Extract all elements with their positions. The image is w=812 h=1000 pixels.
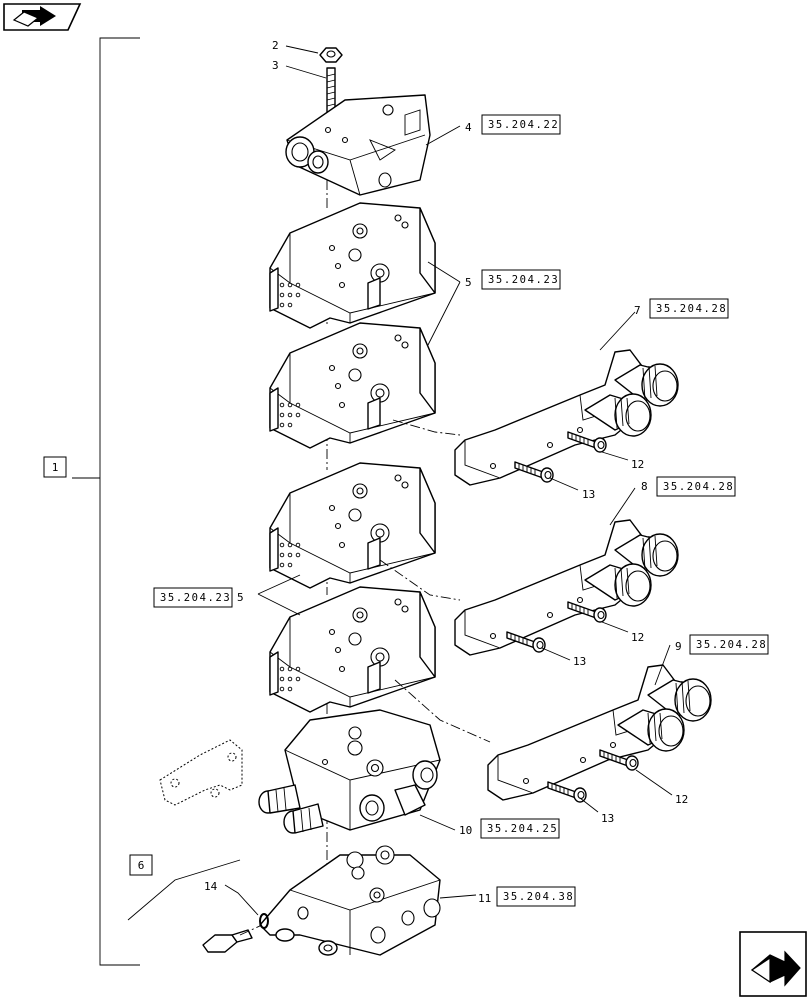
svg-text:12: 12 — [631, 631, 644, 644]
callout-8[interactable]: 8 35.204.28 — [641, 476, 736, 497]
svg-text:7: 7 — [634, 304, 641, 317]
inlet-section-part — [258, 709, 441, 834]
callout-4[interactable]: 4 35.204.22 — [465, 114, 561, 135]
svg-text:35.204.28: 35.204.28 — [696, 639, 767, 651]
svg-text:35.204.22: 35.204.22 — [488, 119, 559, 131]
svg-text:35.204.28: 35.204.28 — [663, 481, 734, 493]
end-plate-part — [259, 845, 441, 956]
svg-text:2: 2 — [272, 39, 279, 52]
callout-6[interactable]: 6 — [129, 854, 153, 876]
callout-3[interactable]: 3 — [272, 59, 279, 72]
svg-text:13: 13 — [601, 812, 614, 825]
svg-text:10: 10 — [459, 824, 472, 837]
stud-part — [326, 67, 336, 113]
svg-text:13: 13 — [582, 488, 595, 501]
svg-text:4: 4 — [465, 121, 472, 134]
callout-5a[interactable]: 5 35.204.23 — [465, 269, 561, 290]
svg-text:35.204.23: 35.204.23 — [160, 592, 231, 604]
svg-text:5: 5 — [465, 276, 472, 289]
valve-section-2 — [269, 322, 436, 449]
bolt-13c — [547, 781, 587, 803]
book-arrow-icon[interactable] — [3, 3, 82, 31]
svg-text:35.204.28: 35.204.28 — [656, 303, 727, 315]
svg-text:1: 1 — [52, 461, 59, 474]
next-page-arrow-icon[interactable] — [739, 931, 807, 997]
coupler-9-part — [487, 664, 712, 801]
svg-text:35.204.23: 35.204.23 — [488, 274, 559, 286]
assembly-bracket — [72, 37, 140, 966]
callout-13b[interactable]: 13 — [573, 655, 586, 668]
valve-section-1 — [269, 202, 436, 329]
svg-text:13: 13 — [573, 655, 586, 668]
svg-text:35.204.25: 35.204.25 — [487, 823, 558, 835]
svg-text:6: 6 — [138, 859, 145, 872]
callout-1[interactable]: 1 — [43, 456, 67, 478]
bolt-13a — [514, 461, 554, 483]
svg-text:11: 11 — [478, 892, 491, 905]
callout-10[interactable]: 10 35.204.25 — [459, 818, 560, 839]
svg-text:5: 5 — [237, 591, 244, 604]
end-cover-part — [285, 94, 431, 196]
svg-text:35.204.38: 35.204.38 — [503, 891, 574, 903]
callout-14[interactable]: 14 — [204, 880, 218, 893]
svg-text:9: 9 — [675, 640, 682, 653]
svg-text:14: 14 — [204, 880, 218, 893]
nut-part — [319, 47, 343, 63]
valve-section-3 — [269, 462, 436, 589]
coupler-7-part — [454, 349, 679, 486]
callout-9[interactable]: 9 35.204.28 — [675, 634, 769, 655]
callout-5b[interactable]: 35.204.23 5 — [153, 587, 244, 608]
svg-text:8: 8 — [641, 480, 648, 493]
callout-13a[interactable]: 13 — [582, 488, 595, 501]
callout-12c[interactable]: 12 — [675, 793, 688, 806]
svg-text:12: 12 — [631, 458, 644, 471]
fitting-part — [202, 929, 253, 953]
o-ring-part — [259, 913, 269, 929]
callout-12b[interactable]: 12 — [631, 631, 644, 644]
leader-lines — [224, 45, 673, 916]
callout-7[interactable]: 7 35.204.28 — [634, 298, 729, 319]
callout-13c[interactable]: 13 — [601, 812, 614, 825]
svg-text:12: 12 — [675, 793, 688, 806]
callout-12a[interactable]: 12 — [631, 458, 644, 471]
coupler-8-part — [454, 519, 679, 656]
gasket-outline — [159, 739, 243, 806]
svg-text:3: 3 — [272, 59, 279, 72]
callout-2[interactable]: 2 — [272, 39, 279, 52]
callout-11[interactable]: 11 35.204.38 — [478, 886, 576, 907]
